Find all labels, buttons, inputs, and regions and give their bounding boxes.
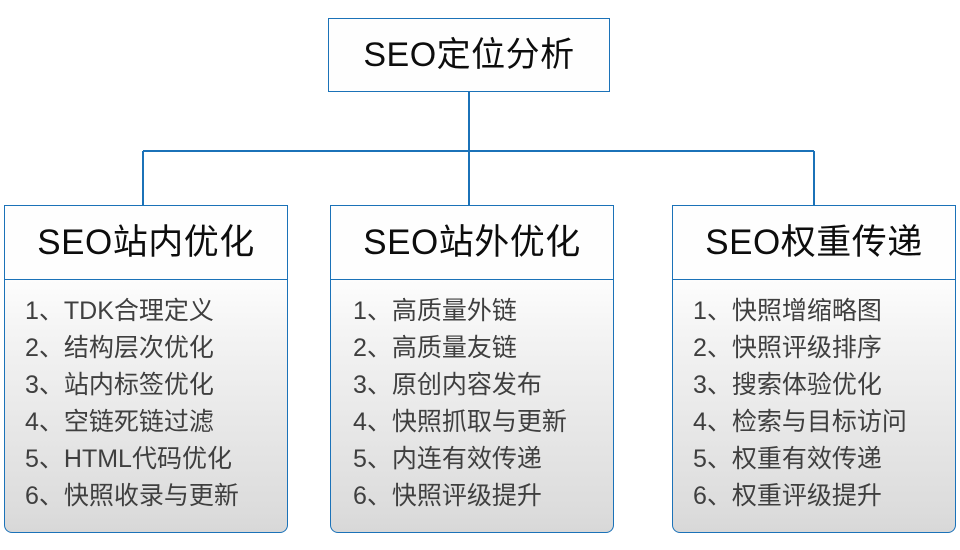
branch-column-1: SEO站内优化 1、TDK合理定义 2、结构层次优化 3、站内标签优化 4、空链… [4, 205, 288, 533]
list-item: 6、快照收录与更新 [25, 482, 239, 510]
branch-column-2: SEO站外优化 1、高质量外链 2、高质量友链 3、原创内容发布 4、快照抓取与… [330, 205, 614, 533]
branch-body-2: 1、高质量外链 2、高质量友链 3、原创内容发布 4、快照抓取与更新 5、内连有… [330, 280, 614, 533]
list-item: 1、快照增缩略图 [693, 297, 882, 325]
list-item: 3、原创内容发布 [353, 371, 542, 399]
list-item: 6、权重评级提升 [693, 482, 882, 510]
branch-body-3: 1、快照增缩略图 2、快照评级排序 3、搜索体验优化 4、检索与目标访问 5、权… [672, 280, 956, 533]
list-item: 3、搜索体验优化 [693, 371, 882, 399]
list-item: 6、快照评级提升 [353, 482, 542, 510]
root-node-label: SEO定位分析 [363, 36, 575, 74]
branch-header-2[interactable]: SEO站外优化 [330, 205, 614, 280]
list-item: 3、站内标签优化 [25, 371, 214, 399]
list-item: 2、快照评级排序 [693, 334, 882, 362]
list-item: 2、结构层次优化 [25, 334, 214, 362]
list-item: 4、检索与目标访问 [693, 408, 907, 436]
list-item: 5、HTML代码优化 [25, 445, 232, 473]
list-item: 4、快照抓取与更新 [353, 408, 567, 436]
branch-header-label-3: SEO权重传递 [705, 223, 923, 262]
branch-header-label-2: SEO站外优化 [363, 223, 581, 262]
branch-column-3: SEO权重传递 1、快照增缩略图 2、快照评级排序 3、搜索体验优化 4、检索与… [672, 205, 956, 533]
branch-header-1[interactable]: SEO站内优化 [4, 205, 288, 280]
root-node[interactable]: SEO定位分析 [328, 18, 610, 92]
branch-body-1: 1、TDK合理定义 2、结构层次优化 3、站内标签优化 4、空链死链过滤 5、H… [4, 280, 288, 533]
list-item: 2、高质量友链 [353, 334, 517, 362]
branch-header-label-1: SEO站内优化 [37, 223, 255, 262]
list-item: 4、空链死链过滤 [25, 408, 214, 436]
list-item: 5、内连有效传递 [353, 445, 542, 473]
list-item: 5、权重有效传递 [693, 445, 882, 473]
list-item: 1、高质量外链 [353, 297, 517, 325]
branch-header-3[interactable]: SEO权重传递 [672, 205, 956, 280]
list-item: 1、TDK合理定义 [25, 297, 214, 325]
